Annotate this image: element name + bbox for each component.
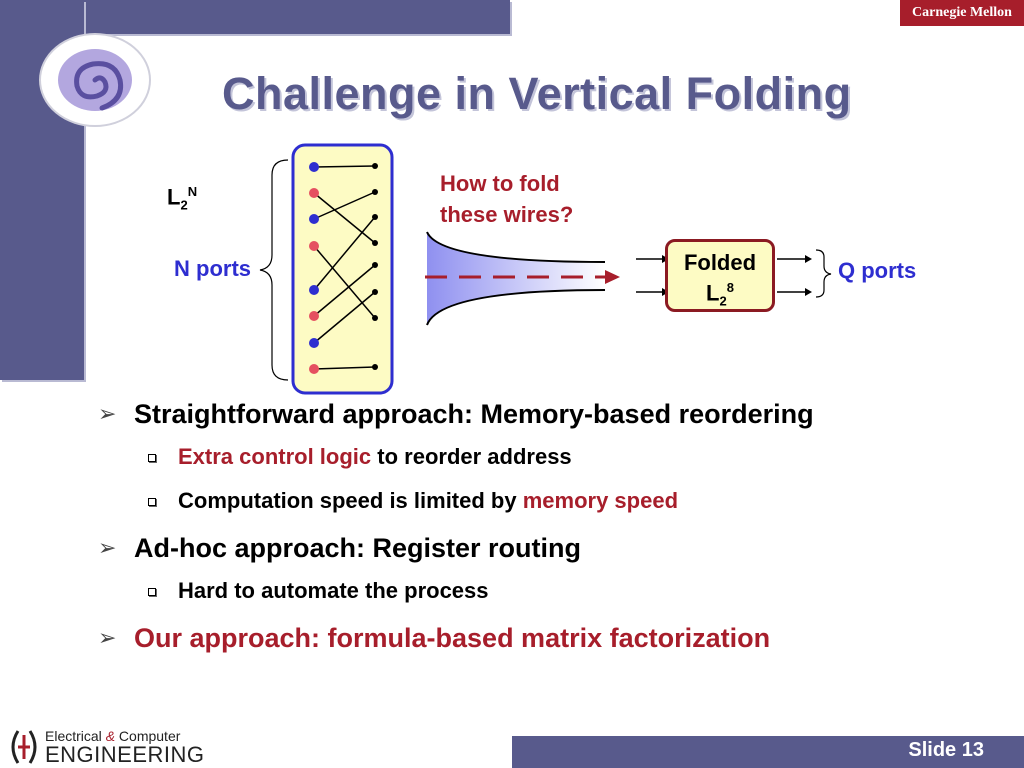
slide-number: Slide 13	[908, 739, 984, 761]
right-brace	[815, 249, 832, 298]
matrix-label: L2N	[167, 184, 198, 213]
ece-emblem-icon	[11, 730, 37, 764]
bullet-item: ➢ Ad-hoc approach: Register routing	[98, 530, 998, 566]
left-brace	[259, 159, 289, 381]
permutation-box	[291, 143, 394, 395]
permutation-wires	[313, 165, 376, 370]
bullet-item: ➢ Straightforward approach: Memory-based…	[98, 396, 998, 432]
top-decor-band	[0, 0, 510, 34]
spiral-logo-icon	[39, 33, 151, 127]
cmu-logo: Carnegie Mellon	[900, 0, 1024, 26]
ece-logo: Electrical & Computer ENGINEERING	[0, 724, 210, 768]
n-ports-label: N ports	[174, 256, 251, 281]
square-bullet-icon	[148, 588, 156, 596]
folded-block: Folded L28	[665, 239, 775, 312]
q-ports-label: Q ports	[838, 258, 917, 283]
folding-funnel	[427, 232, 605, 325]
arrow-bullet-icon: ➢	[98, 535, 117, 560]
output-port-dots	[372, 163, 378, 370]
bullet-item: ➢ Our approach: formula-based matrix fac…	[98, 620, 998, 656]
sub-bullet-item: Extra control logic to reorder address	[98, 442, 998, 472]
bullet-list: ➢ Straightforward approach: Memory-based…	[98, 396, 998, 666]
footer-band: Slide 13	[512, 736, 1024, 768]
input-port-dots	[309, 162, 319, 374]
square-bullet-icon	[148, 454, 156, 462]
sub-bullet-item: Computation speed is limited by memory s…	[98, 486, 998, 516]
slide-title: Challenge in Vertical Folding	[222, 68, 852, 119]
wire-diagram	[259, 143, 832, 395]
square-bullet-icon	[148, 498, 156, 506]
arrow-bullet-icon: ➢	[98, 625, 117, 650]
sub-bullet-item: Hard to automate the process	[98, 576, 998, 606]
arrow-bullet-icon: ➢	[98, 401, 117, 426]
